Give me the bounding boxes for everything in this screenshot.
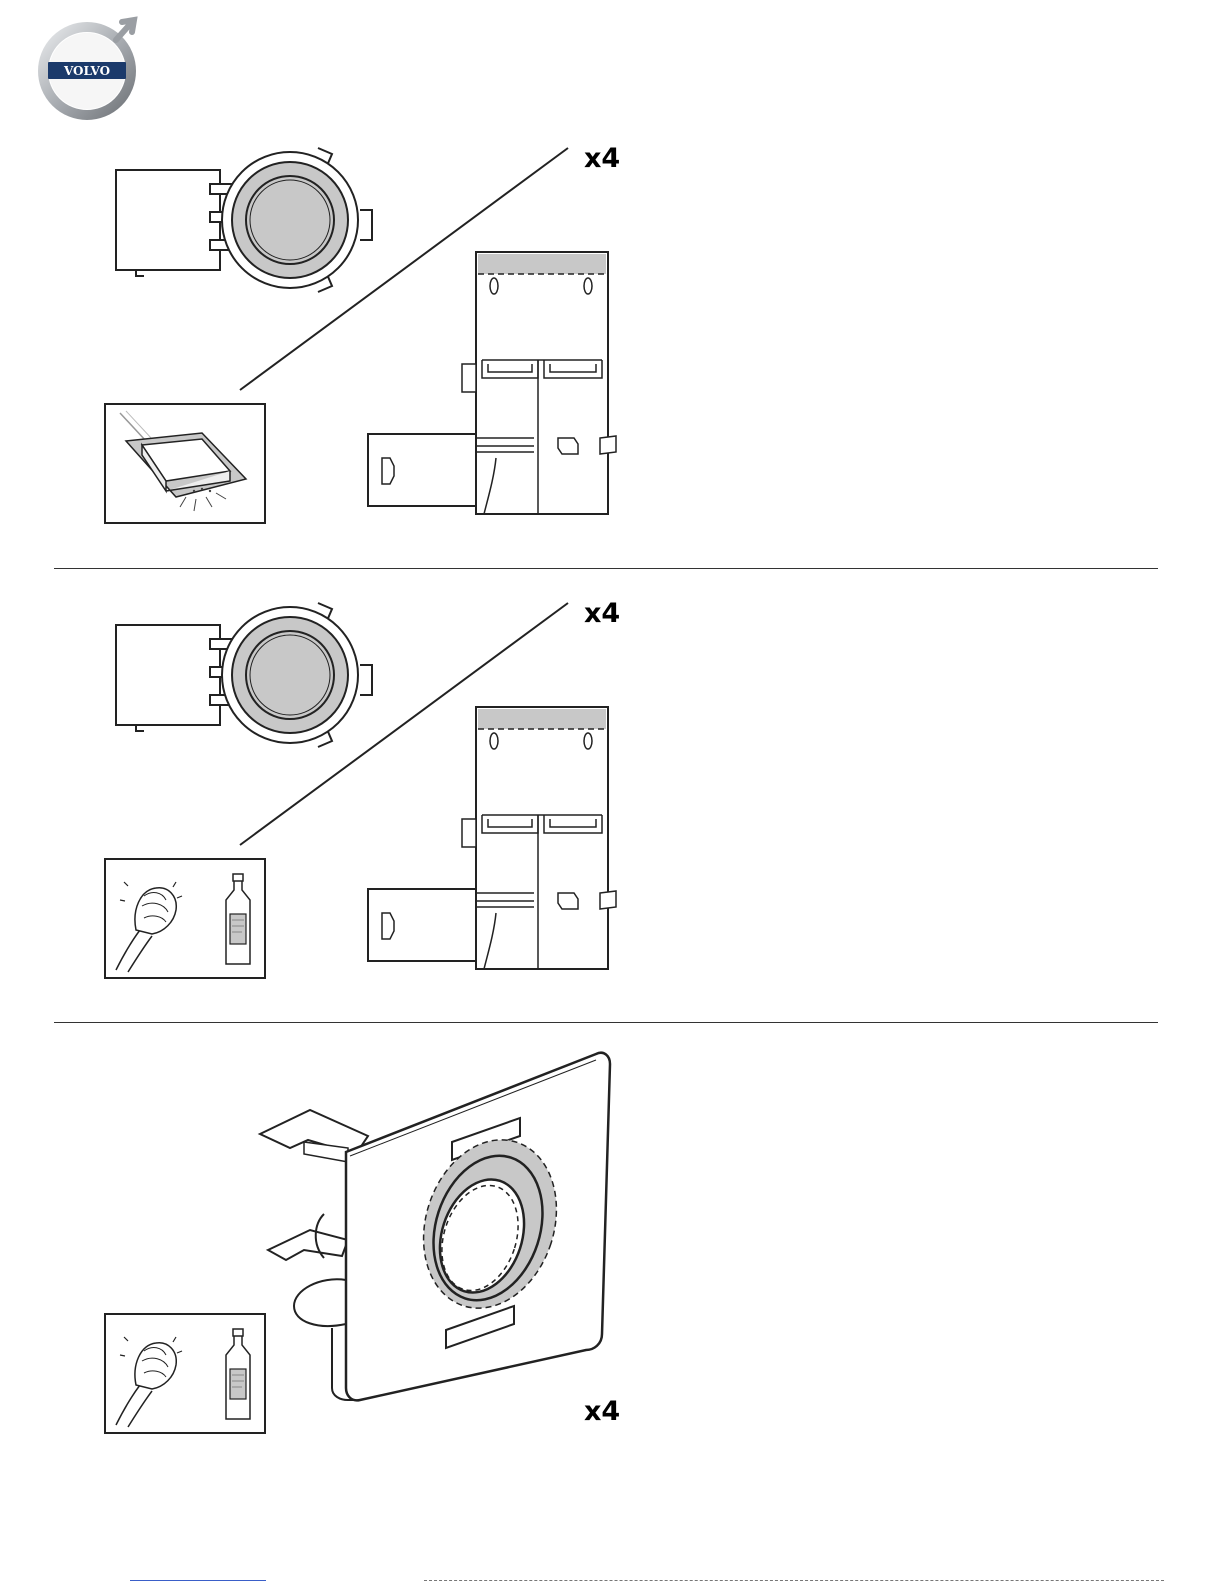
sandpaper-block-icon — [106, 405, 264, 522]
step-2: x4 — [0, 575, 1225, 1015]
wipe-and-cleaner-bottle-icon — [106, 860, 264, 977]
quantity-label: x4 — [584, 145, 620, 172]
volvo-logo: VOLVO — [36, 16, 142, 122]
sensor-holder-illustration — [250, 1044, 630, 1424]
cleaning-inset — [104, 858, 266, 979]
sensor-side-view-illustration — [364, 248, 628, 520]
footer-rule — [424, 1580, 1164, 1581]
sensor-side-view-illustration — [364, 703, 628, 975]
quantity-label: x4 — [584, 1398, 620, 1425]
wipe-and-cleaner-bottle-icon — [106, 1315, 264, 1432]
footer-rule — [130, 1580, 266, 1581]
volvo-logo-icon: VOLVO — [36, 16, 142, 122]
section-divider — [54, 1022, 1158, 1023]
logo-wordmark: VOLVO — [63, 64, 110, 78]
step-1: x4 — [0, 120, 1225, 560]
cleaning-inset — [104, 1313, 266, 1434]
quantity-label: x4 — [584, 600, 620, 627]
step-3: x4 — [0, 1030, 1225, 1450]
sandpaper-inset — [104, 403, 266, 524]
section-divider — [54, 568, 1158, 569]
